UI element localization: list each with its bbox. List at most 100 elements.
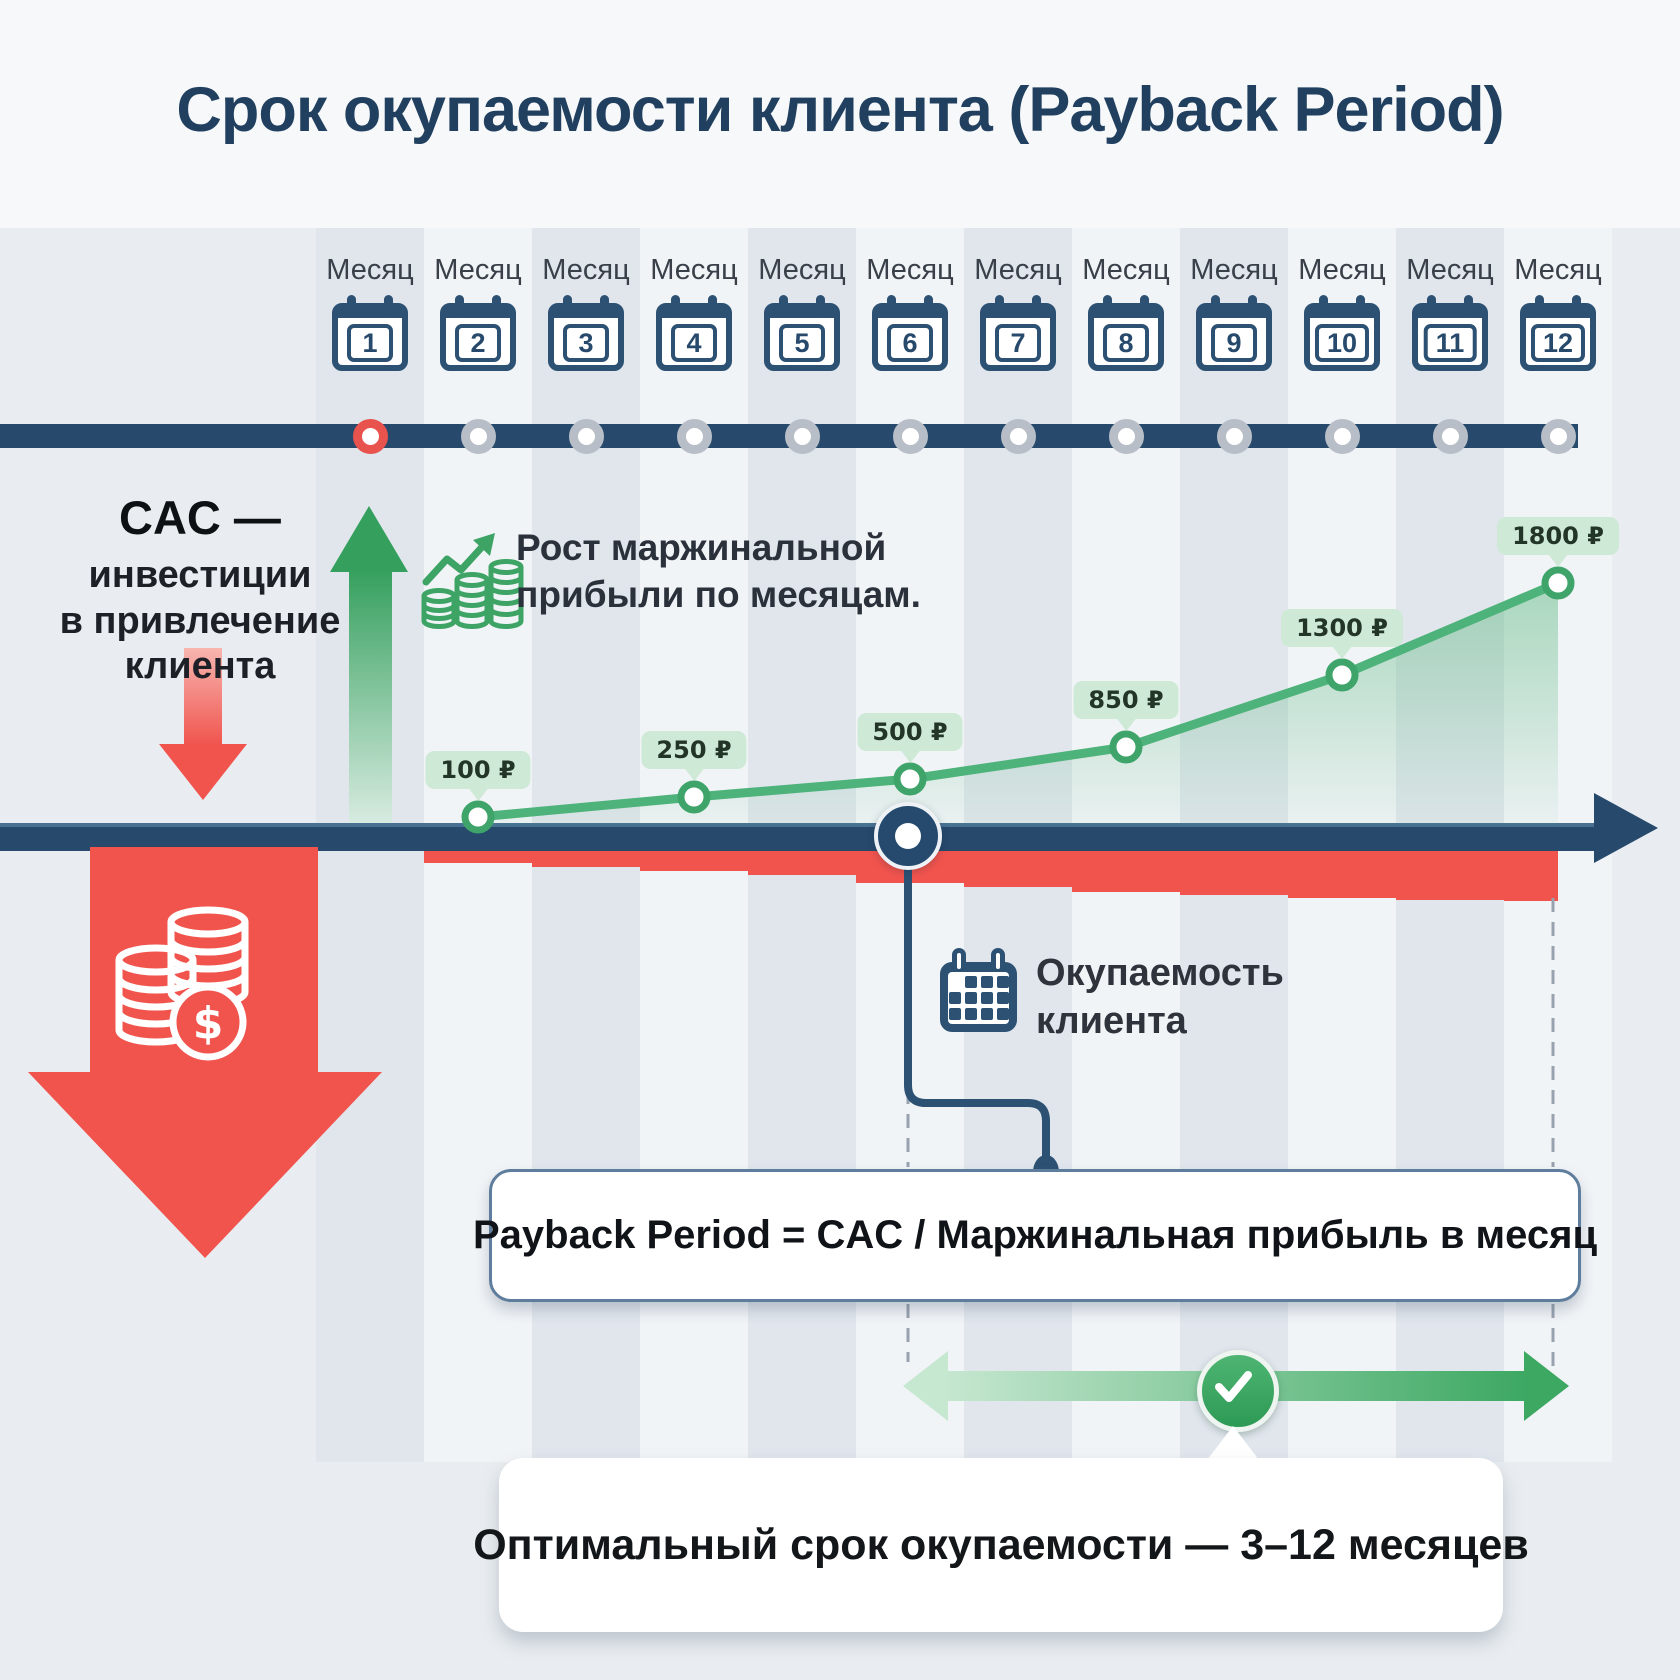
- timeline-dot: [461, 419, 496, 454]
- calendar-pin-icon: [779, 295, 788, 315]
- calendar-pin-icon: [384, 295, 393, 315]
- month-cell: Месяц 10: [1290, 254, 1394, 371]
- month-cell: Месяц 5: [750, 254, 854, 371]
- calendar-icon: 8: [1088, 295, 1164, 371]
- timeline-dot: [569, 419, 604, 454]
- money-coins-icon: $: [108, 898, 258, 1075]
- range-arrow-left-icon: [903, 1351, 948, 1421]
- calendar-pin-icon: [1464, 295, 1473, 315]
- calendar-icon: 1: [332, 295, 408, 371]
- value-bubble: 850 ₽: [1073, 681, 1179, 719]
- cac-line: клиента: [124, 645, 276, 688]
- month-cell: Месяц 11: [1398, 254, 1502, 371]
- month-label: Месяц: [1406, 254, 1494, 286]
- value-bubble: 1300 ₽: [1281, 609, 1403, 647]
- calendar-icon: 6: [872, 295, 948, 371]
- timeline-dot: [1217, 419, 1252, 454]
- cac-debt-step: [640, 851, 748, 871]
- month-number: 7: [995, 324, 1041, 362]
- calendar-icon: 9: [1196, 295, 1272, 371]
- cac-debt-step: [1180, 851, 1288, 895]
- calendar-pin-icon: [347, 295, 356, 315]
- cac-debt-step: [532, 851, 640, 867]
- formula-text: Payback Period = CAC / Маржинальная приб…: [472, 1213, 1598, 1257]
- month-label: Месяц: [434, 254, 522, 286]
- month-number: 10: [1314, 324, 1370, 362]
- timeline-dot: [1109, 419, 1144, 454]
- month-number: 4: [671, 324, 717, 362]
- month-number: 2: [455, 324, 501, 362]
- x-axis-bar: [0, 823, 1600, 851]
- cac-investment-arrow-head: [28, 1072, 382, 1258]
- profit-up-arrow-head: [330, 506, 408, 572]
- calendar-pin-icon: [1248, 295, 1257, 315]
- value-bubble: 100 ₽: [425, 751, 531, 789]
- calendar-pin-icon: [995, 295, 1004, 315]
- profit-up-arrow: [349, 570, 392, 823]
- month-label: Месяц: [1190, 254, 1278, 286]
- payback-label-line: Окупаемость: [1036, 952, 1284, 994]
- cac-debt-step: [1072, 851, 1180, 892]
- svg-text:$: $: [193, 998, 224, 1049]
- month-label: Месяц: [1298, 254, 1386, 286]
- timeline-dot: [1325, 419, 1360, 454]
- calendar-icon: 5: [764, 295, 840, 371]
- cac-debt-step: [1504, 851, 1558, 901]
- calendar-pin-icon: [1535, 295, 1544, 315]
- calendar-icon: 3: [548, 295, 624, 371]
- cac-debt-step: [964, 851, 1072, 887]
- calendar-pin-icon: [816, 295, 825, 315]
- page-title: Срок окупаемости клиента (Payback Period…: [176, 75, 1504, 145]
- month-cell: Месяц 9: [1182, 254, 1286, 371]
- optimal-box-notch: [1207, 1426, 1259, 1460]
- calendar-pin-icon: [1032, 295, 1041, 315]
- calendar-pin-icon: [455, 295, 464, 315]
- month-label: Месяц: [326, 254, 414, 286]
- month-number: 5: [779, 324, 825, 362]
- month-label: Месяц: [758, 254, 846, 286]
- month-number: 1: [347, 324, 393, 362]
- payback-label-line: клиента: [1036, 999, 1187, 1042]
- calendar-icon: 12: [1520, 295, 1596, 371]
- value-bubble: 250 ₽: [641, 731, 747, 769]
- cac-debt-step: [1396, 851, 1504, 900]
- calendar-pin-icon: [708, 295, 717, 315]
- month-label: Месяц: [974, 254, 1062, 286]
- timeline-dot: [677, 419, 712, 454]
- calendar-icon: 11: [1412, 295, 1488, 371]
- calendar-icon: 2: [440, 295, 516, 371]
- timeline-dot: [1433, 419, 1468, 454]
- month-number: 8: [1103, 324, 1149, 362]
- growth-note: Рост маржинальной прибыли по месяцам.: [516, 524, 936, 619]
- calendar-pin-icon: [1103, 295, 1112, 315]
- timeline-dot-current: [353, 419, 388, 454]
- timeline-dot: [893, 419, 928, 454]
- calendar-pin-icon: [492, 295, 501, 315]
- coins-growth-icon: [420, 524, 526, 637]
- cac-debt-step: [1288, 851, 1396, 898]
- calendar-pin-icon: [924, 295, 933, 315]
- month-cell: Месяц 1: [318, 254, 422, 371]
- formula-box: Payback Period = CAC / Маржинальная приб…: [473, 1169, 1597, 1302]
- optimal-text: Оптимальный срок окупаемости — 3–12 меся…: [473, 1520, 1529, 1569]
- calendar-pin-icon: [671, 295, 680, 315]
- value-bubble: 1800 ₽: [1497, 517, 1619, 555]
- cac-text-block: CAC — инвестиции в привлечение клиента: [20, 490, 380, 690]
- growth-note-line: прибыли по месяцам.: [516, 574, 921, 616]
- calendar-pin-icon: [1319, 295, 1328, 315]
- payback-point-marker: [874, 802, 942, 870]
- timeline-dot: [1001, 419, 1036, 454]
- timeline-dot: [785, 419, 820, 454]
- optimal-box: Оптимальный срок окупаемости — 3–12 меся…: [473, 1458, 1529, 1632]
- payback-calendar-icon: [940, 948, 1017, 1032]
- x-axis-arrow-icon: [1594, 793, 1658, 863]
- calendar-icon: 10: [1304, 295, 1380, 371]
- month-number: 3: [563, 324, 609, 362]
- value-bubble: 500 ₽: [857, 713, 963, 751]
- cac-down-arrow-head: [159, 744, 247, 800]
